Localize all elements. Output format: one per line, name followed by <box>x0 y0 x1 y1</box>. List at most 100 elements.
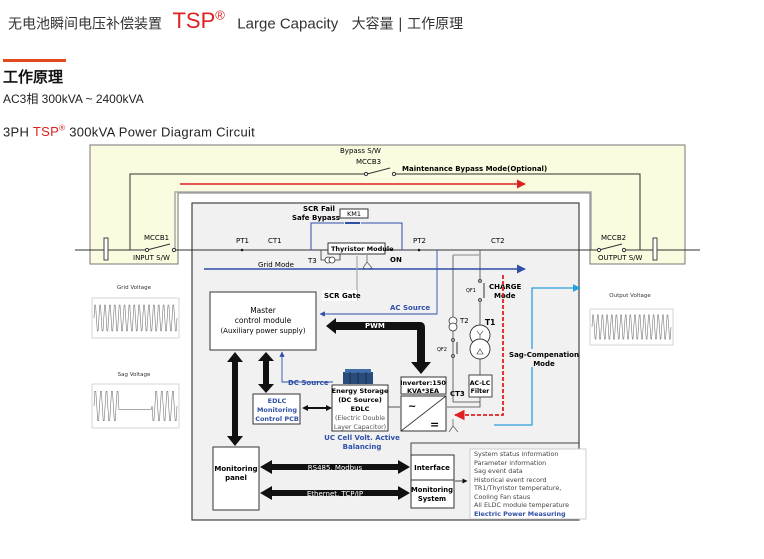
info-item: Cooling Fan staus <box>474 493 531 501</box>
mccb1-switch[interactable] <box>144 243 177 254</box>
dc-source-label: DC Source <box>288 379 329 387</box>
rs485-label: RS485, Modbus <box>308 464 363 472</box>
diagram-title-suffix: 300kVA Power Diagram Circuit <box>69 124 256 140</box>
t1-label: T1 <box>485 318 495 327</box>
mccb3-switch[interactable] <box>363 167 397 177</box>
ethernet-arrow <box>260 486 410 500</box>
output-sw-label: OUTPUT S/W <box>598 254 643 262</box>
energy-line-2: (DC Source) <box>338 396 382 404</box>
uc-cell-line-2: Balancing <box>343 443 382 451</box>
bypass-frame <box>89 144 686 265</box>
output-voltage-title: Output Voltage <box>609 293 651 299</box>
edlc-pcb-line-2: Monitoring <box>257 406 297 414</box>
mccb1-label: MCCB1 <box>144 234 169 242</box>
interface-frame-line <box>410 442 579 455</box>
section-title: 工作原理 <box>3 68 64 86</box>
qf1-label: QF1 <box>466 288 476 294</box>
section-spec: AC3相 300kVA ~ 2400kVA <box>3 92 144 106</box>
mccb2-switch[interactable] <box>596 243 627 254</box>
filter-inverter-wire <box>447 397 481 408</box>
sag-voltage-wave <box>93 391 178 421</box>
master-line-3: (Auxiliary power supply) <box>220 327 305 335</box>
monitoring-system-box <box>410 479 455 509</box>
sag-mode-line-2: Mode <box>533 360 555 368</box>
sag-mode-line-1: Sag-Compenation <box>509 351 579 359</box>
info-item: Parameter information <box>474 459 546 467</box>
t3-transformer-icon <box>324 256 336 264</box>
qf2-switch[interactable] <box>451 338 458 358</box>
ct1-label: CT1 <box>268 237 282 245</box>
monitoring-panel-line-2: panel <box>225 474 247 482</box>
thyristor-label: Thyristor Module <box>331 245 394 253</box>
info-item: System status information <box>474 450 558 458</box>
aclc-filter-box <box>468 374 493 398</box>
charge-mode-arrow <box>453 275 504 421</box>
pt2-label: PT2 <box>413 237 426 245</box>
edlc-module-image <box>343 369 373 384</box>
monitoring-system-line-1: Monitoring <box>411 486 453 494</box>
energy-storage-box <box>331 384 389 432</box>
edlc-pcb-line-1: EDLC <box>268 397 287 405</box>
inverter-label-box <box>400 376 447 395</box>
energy-line-1: Energy Storage <box>332 387 389 395</box>
info-item: TR1/Thyristor temperature, <box>473 484 561 492</box>
charge-mode-line-1: CHARGE <box>489 283 522 291</box>
pt1-label: PT1 <box>236 237 249 245</box>
output-voltage-wave <box>591 314 672 340</box>
gray-bypass-line <box>174 191 592 250</box>
brand-reg: ® <box>215 8 225 23</box>
bypass-sw-label: Bypass S/W <box>340 147 381 155</box>
safe-bypass-label: Safe Bypass <box>292 214 340 222</box>
pcb-storage-arrow <box>302 405 332 411</box>
scr-fail-label: SCR Fail <box>303 205 335 213</box>
diagram-title: 3PH TSP® 300kVA Power Diagram Circuit <box>3 124 255 139</box>
inverter-ac-symbol: ~ <box>408 401 416 412</box>
charge-mode-line-2: Mode <box>494 292 516 300</box>
pt2-node <box>417 248 421 252</box>
mccb3-label: MCCB3 <box>356 158 381 166</box>
energy-line-4: (Electric Double <box>335 415 385 422</box>
t2-transformer-icon <box>448 316 458 332</box>
ct2-label: CT2 <box>491 237 505 245</box>
km1-bypass-line <box>310 222 403 250</box>
scr-gate-label: SCR Gate <box>324 292 361 300</box>
t2-label: T2 <box>459 317 469 325</box>
grid-voltage-title: Grid Voltage <box>117 285 152 291</box>
maintenance-label: Maintenance Bypass Mode(Optional) <box>402 165 547 173</box>
interface-box <box>410 454 455 481</box>
diagram-brand-reg: ® <box>59 124 66 133</box>
input-sw-label: INPUT S/W <box>133 254 170 262</box>
master-line-2: control module <box>235 316 292 325</box>
edlc-pcb-box <box>252 393 301 425</box>
inverter-line-2: KVA*3EA <box>407 387 439 395</box>
t1-transformer-icon <box>469 324 491 360</box>
master-edlc-arrow <box>258 352 274 393</box>
maintenance-bypass-line <box>129 173 641 250</box>
master-monitoring-arrow <box>227 352 243 446</box>
uc-cell-line-1: UC Cell Volt. Active <box>324 434 400 442</box>
grid-mode-label: Grid Mode <box>258 261 294 269</box>
km1-label: KM1 <box>347 210 361 218</box>
diagram-title-brand: TSP® <box>33 124 65 139</box>
aclc-line-1: AC-LC <box>470 380 491 387</box>
mccb2-label: MCCB2 <box>601 234 626 242</box>
master-control-box <box>209 291 317 351</box>
subtitle-en: Large Capacity <box>237 15 339 33</box>
t3-label: T3 <box>307 257 317 265</box>
info-item: All ELDC module temperature <box>474 501 569 509</box>
input-fuse <box>103 237 109 261</box>
pwm-label: PWM <box>365 322 385 330</box>
info-item-highlight: Electric Power Measuring <box>474 510 566 518</box>
brand-logo: TSP® <box>172 8 224 33</box>
subtitle-cn: 大容量 | 工作原理 <box>351 16 464 33</box>
inverter-fan-icon <box>448 419 459 433</box>
grid-voltage-wave <box>93 304 178 332</box>
qf1-switch[interactable] <box>478 279 485 302</box>
inverter-diagonal <box>400 395 447 432</box>
pwm-arrow <box>326 318 431 374</box>
diagram-brand-text: TSP <box>32 124 60 140</box>
monitoring-system-line-2: System <box>418 495 446 503</box>
pt1-node <box>240 248 244 252</box>
km1-box <box>339 208 369 219</box>
ct3-label: CT3 <box>450 390 465 398</box>
